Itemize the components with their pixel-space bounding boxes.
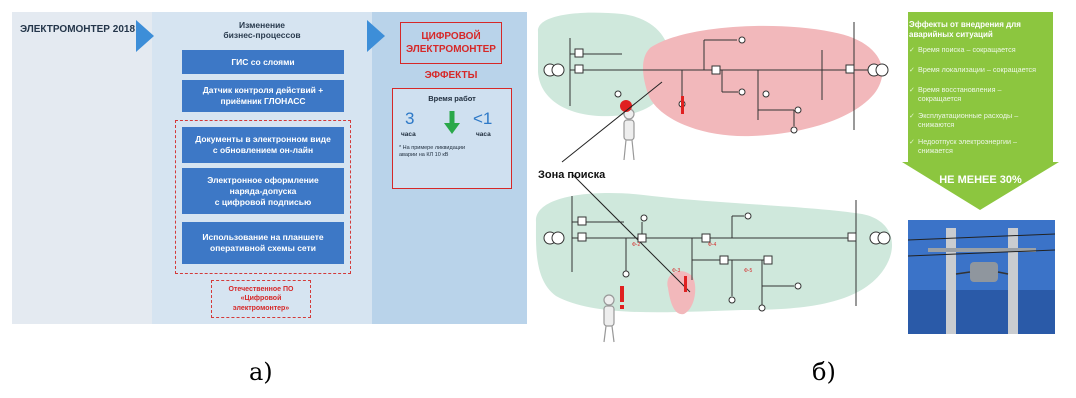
title-line: ЭЛЕКТРОМОНТЕР [406, 44, 496, 55]
effects-title-line: аварийных ситуаций [909, 29, 993, 39]
title-line: ЦИФРОВОЙ [421, 31, 481, 42]
check-icon: ✓ [909, 85, 916, 94]
footnote-line: * На примере ликвидации [399, 145, 466, 151]
middle-header-line: бизнес-процессов [223, 30, 301, 40]
person-icon [623, 108, 635, 161]
check-icon: ✓ [909, 65, 916, 74]
effect-item: ✓Эксплуатационные расходы – снижаются [909, 111, 1019, 129]
software-line: электромонтер» [232, 304, 290, 312]
process-item-gis: ГИС со слоями [182, 50, 344, 74]
check-icon: ✓ [909, 111, 916, 120]
arrow-down-icon [902, 12, 1059, 210]
check-icon: ✓ [909, 137, 916, 146]
person-icon [603, 294, 615, 343]
middle-header: Изменение бизнес-процессов [152, 20, 372, 40]
process-item-sensor: Датчик контроля действий + приёмник ГЛОН… [182, 80, 344, 112]
node-label: Ф-2 [632, 242, 640, 248]
top-network-nodes [543, 36, 889, 134]
middle-header-line: Изменение [238, 20, 286, 30]
digital-process-group [175, 120, 351, 274]
work-time-label: Время работ [428, 94, 476, 103]
left-column [12, 12, 152, 324]
node-label: Ф-4 [708, 242, 716, 248]
before-unit: часа [401, 131, 416, 138]
effect-item: ✓Недоотпуск электроэнергии – снижается [909, 137, 1018, 155]
item-line: Документы в электронном виде [195, 134, 331, 144]
business-process-panel: ЭЛЕКТРОМОНТЕР 2018 Изменение бизнес-проц… [12, 12, 527, 324]
software-line: «Цифровой [240, 295, 282, 303]
caption-b: б) [812, 358, 836, 386]
item-line: с цифровой подписью [214, 196, 312, 207]
search-zone-top-green [537, 12, 671, 117]
effect-item: ✓Время поиска – сокращается [909, 45, 1016, 54]
item-line: Использование на планшете [202, 232, 324, 242]
effect-item: ✓Время восстановления – сокращается [909, 85, 1002, 103]
after-value: <1 [473, 109, 493, 128]
alert-icon [620, 286, 624, 302]
effects-title: Эффекты от внедрения для аварийных ситуа… [909, 20, 1054, 39]
process-item-tablet: Использование на планшете оперативной сх… [182, 222, 344, 264]
node-labels: Ф-2 Ф-3 Ф-4 Ф-5 [632, 242, 752, 274]
pointer-line [561, 81, 663, 163]
effect-item: ✓Время локализации – сокращается [909, 65, 1037, 74]
search-zone-bottom-red [667, 271, 696, 315]
item-line: Электронное оформление [207, 174, 319, 185]
pointer-line [571, 173, 691, 293]
node-label: Ф-5 [744, 268, 752, 274]
alert-icon-dot [620, 305, 624, 309]
item-line: приёмник ГЛОНАСС [220, 96, 306, 106]
digital-electrician-title: ЦИФРОВОЙ ЭЛЕКТРОМОНТЕР [400, 22, 502, 64]
item-line: с обновлением он-лайн [212, 145, 314, 155]
fault-marker-top [681, 96, 684, 114]
effects-panel: Эффекты от внедрения для аварийных ситуа… [902, 12, 1059, 210]
item-line: наряда-допуска [229, 185, 297, 196]
search-zone-label: Зона поиска [538, 169, 606, 181]
check-icon: ✓ [909, 45, 916, 54]
top-network-lines [569, 22, 872, 130]
item-line: Датчик контроля действий + [202, 85, 324, 95]
process-item-permit: Электронное оформление наряда-допуска с … [182, 168, 344, 214]
item-line: ГИС со слоями [231, 56, 295, 67]
chevron-right-icon [136, 20, 154, 52]
search-zone-top-red [643, 25, 883, 137]
after-unit: часа [476, 131, 491, 138]
software-line: Отечественное ПО [228, 285, 294, 293]
left-title: ЭЛЕКТРОМОНТЕР 2018 [20, 24, 135, 35]
footnote-line: аварии на КЛ 10 кВ [399, 152, 449, 158]
arrow-down-icon [442, 111, 462, 135]
power-pole-photo [908, 220, 1055, 334]
effects-result: НЕ МЕНЕЕ 30% [939, 174, 1022, 186]
process-item-documents: Документы в электронном виде с обновлени… [182, 127, 344, 163]
node-label: Ф-3 [672, 268, 680, 274]
bottom-network-nodes [543, 212, 891, 312]
software-box: Отечественное ПО «Цифровой электромонтер… [211, 280, 311, 318]
before-value: 3 [405, 109, 415, 128]
work-time-box: Время работ 3 часа <1 часа * На примере … [392, 88, 512, 189]
search-zone-bottom-green [535, 193, 893, 313]
fault-marker-bottom [684, 276, 687, 292]
footnote: * На примере ликвидации аварии на КЛ 10 … [399, 145, 507, 159]
chevron-right-icon [367, 20, 385, 52]
effects-label: ЭФФЕКТЫ [424, 70, 478, 81]
bottom-network-lines [571, 196, 857, 306]
effects-title-line: Эффекты от внедрения для [909, 20, 1021, 29]
caption-a: а) [249, 358, 273, 386]
item-line: оперативной схемы сети [210, 243, 316, 253]
network-diagram: Ф-2 Ф-3 Ф-4 Ф-5 Зона поиска [535, 12, 893, 343]
